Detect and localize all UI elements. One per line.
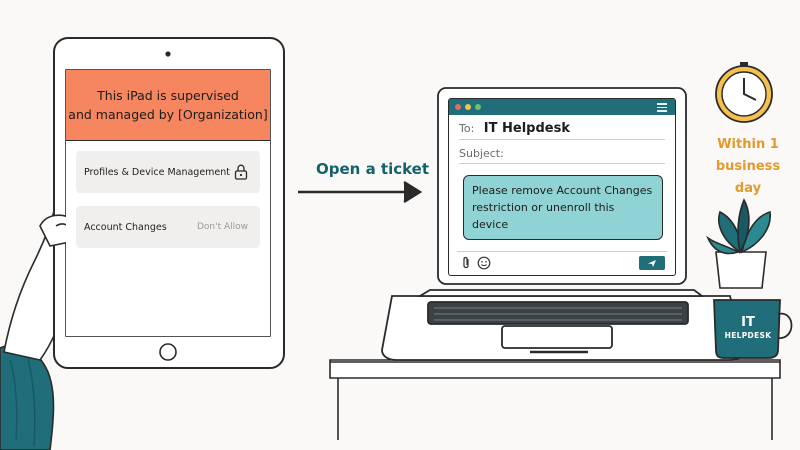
response-time-label: Within 1 business day bbox=[702, 134, 794, 200]
setting-label-account-changes: Account Changes bbox=[84, 221, 167, 233]
subject-label: Subject: bbox=[459, 147, 504, 160]
message-line-1: Please remove Account Changes bbox=[472, 184, 653, 197]
send-button[interactable] bbox=[639, 256, 665, 270]
to-value: IT Helpdesk bbox=[483, 121, 570, 136]
window-titlebar bbox=[449, 99, 675, 115]
potted-plant bbox=[706, 198, 771, 289]
setting-row-account-changes[interactable]: Account Changes Don't Allow bbox=[76, 206, 260, 248]
menu-icon[interactable] bbox=[657, 103, 667, 114]
mug-label-line-2: HELPDESK bbox=[724, 331, 772, 340]
minimize-dot[interactable] bbox=[465, 104, 471, 110]
response-time-line-1: Within 1 bbox=[717, 137, 779, 152]
setting-label-profiles: Profiles & Device Management bbox=[84, 166, 231, 178]
mug-label: IT HELPDESK bbox=[718, 316, 778, 342]
setting-row-profiles[interactable]: Profiles & Device Management bbox=[76, 151, 260, 193]
subject-field[interactable]: Subject: bbox=[459, 147, 665, 164]
email-window: To: IT Helpdesk Subject: Please remove A… bbox=[448, 98, 676, 276]
paperclip-icon[interactable] bbox=[461, 256, 471, 270]
mug-label-line-1: IT bbox=[741, 315, 755, 330]
response-time-line-2: business day bbox=[715, 159, 781, 196]
to-field[interactable]: To: IT Helpdesk bbox=[459, 121, 665, 140]
clock-icon bbox=[715, 62, 773, 123]
supervision-banner: This iPad is supervised and managed by [… bbox=[66, 70, 270, 141]
setting-value-account-changes: Don't Allow bbox=[196, 222, 248, 232]
banner-line-1: This iPad is supervised bbox=[97, 88, 239, 103]
to-label: To: bbox=[459, 122, 475, 135]
compose-toolbar bbox=[457, 251, 667, 274]
mug bbox=[713, 299, 793, 359]
sleeve bbox=[0, 344, 55, 450]
desk bbox=[329, 359, 781, 440]
arrow bbox=[298, 180, 423, 204]
maximize-dot[interactable] bbox=[475, 104, 481, 110]
smiley-icon[interactable] bbox=[477, 256, 491, 270]
ipad-screen: This iPad is supervised and managed by [… bbox=[66, 70, 270, 336]
open-ticket-label: Open a ticket bbox=[316, 160, 430, 178]
lock-icon bbox=[234, 164, 248, 180]
send-icon bbox=[648, 259, 656, 267]
keyboard-keys bbox=[434, 307, 682, 321]
close-dot[interactable] bbox=[455, 104, 461, 110]
banner-line-2: and managed by [Organization] bbox=[68, 107, 268, 122]
message-line-2: restriction or unenroll this device bbox=[472, 201, 615, 231]
message-bubble: Please remove Account Changes restrictio… bbox=[463, 175, 663, 240]
